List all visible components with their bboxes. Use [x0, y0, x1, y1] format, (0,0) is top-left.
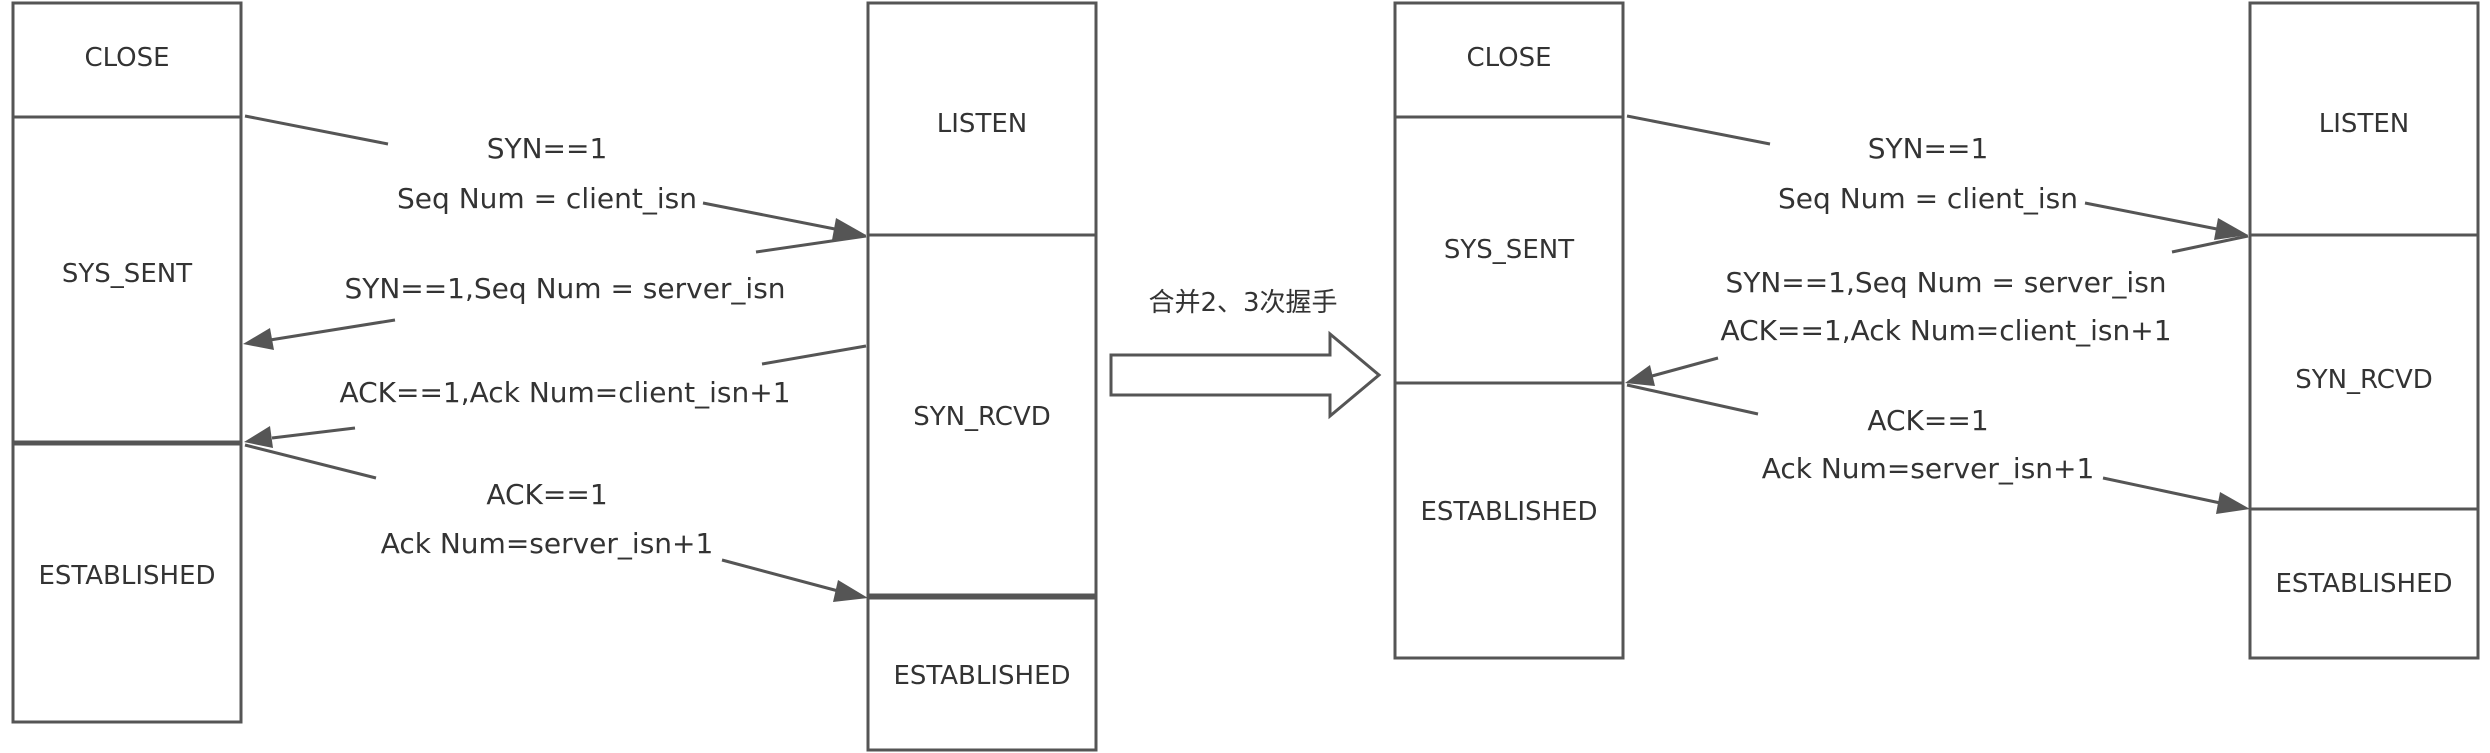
left-client-state-close: CLOSE [84, 43, 169, 73]
left-server-column: LISTEN SYN_RCVD ESTABLISHED [866, 1, 1098, 752]
right-message-3-arrow [1626, 383, 2250, 514]
right-message-2-line-2: ACK==1,Ack Num=client_isn+1 [1720, 314, 2171, 347]
right-server-state-listen: LISTEN [2319, 109, 2409, 139]
left-message-2-line-1: SYN==1,Seq Num = server_isn [344, 272, 785, 305]
right-message-3-line-2: Ack Num=server_isn+1 [1762, 452, 2095, 485]
left-server-state-listen: LISTEN [937, 109, 1027, 139]
left-message-1-arrow [244, 114, 866, 240]
right-client-state-close: CLOSE [1466, 43, 1551, 73]
left-message-2-arrow [243, 234, 867, 350]
merge-arrow: 合并2、3次握手 [1109, 288, 1382, 420]
right-client-state-sys-sent: SYS_SENT [1444, 235, 1574, 265]
left-client-state-sys-sent: SYS_SENT [62, 259, 192, 289]
right-message-3-line-1: ACK==1 [1867, 404, 1988, 437]
right-client-column: CLOSE SYS_SENT ESTABLISHED [1393, 1, 1625, 660]
right-server-column: LISTEN SYN_RCVD ESTABLISHED [2248, 1, 2480, 660]
right-message-1-line-1: SYN==1 [1868, 132, 1989, 165]
left-server-box-bottom [866, 596, 1098, 752]
left-message-4-line-2: Ack Num=server_isn+1 [381, 527, 714, 560]
left-client-state-established: ESTABLISHED [38, 561, 215, 591]
left-message-4-arrow [244, 443, 868, 602]
left-client-column: CLOSE SYS_SENT ESTABLISHED [11, 1, 243, 724]
left-message-3-line-1: ACK==1,Ack Num=client_isn+1 [339, 376, 790, 409]
merge-arrow-shape [1109, 330, 1382, 420]
left-message-1-line-1: SYN==1 [487, 132, 608, 165]
right-message-1-line-2: Seq Num = client_isn [1778, 182, 2078, 215]
right-server-state-established: ESTABLISHED [2275, 569, 2452, 599]
left-message-3-arrow [244, 344, 867, 448]
left-message-4-line-1: ACK==1 [486, 478, 607, 511]
left-diagram: CLOSE SYS_SENT ESTABLISHED LISTEN SYN_RC… [11, 1, 1098, 752]
merge-label: 合并2、3次握手 [1148, 288, 1337, 318]
left-server-box-top [866, 1, 1098, 597]
left-message-1-line-2: Seq Num = client_isn [397, 182, 697, 215]
left-server-state-established: ESTABLISHED [893, 661, 1070, 691]
right-message-1-arrow [1626, 114, 2248, 240]
right-server-state-syn-rcvd: SYN_RCVD [2295, 365, 2433, 395]
right-message-2-arrow [1625, 234, 2249, 386]
right-client-state-established: ESTABLISHED [1420, 497, 1597, 527]
right-message-2-line-1: SYN==1,Seq Num = server_isn [1725, 266, 2166, 299]
right-server-box [2248, 1, 2480, 660]
left-client-box-bottom [11, 442, 243, 724]
right-diagram: CLOSE SYS_SENT ESTABLISHED LISTEN SYN_RC… [1393, 1, 2480, 660]
left-client-box-top [11, 1, 243, 444]
left-server-state-syn-rcvd: SYN_RCVD [913, 402, 1051, 432]
right-client-box [1393, 1, 1625, 660]
